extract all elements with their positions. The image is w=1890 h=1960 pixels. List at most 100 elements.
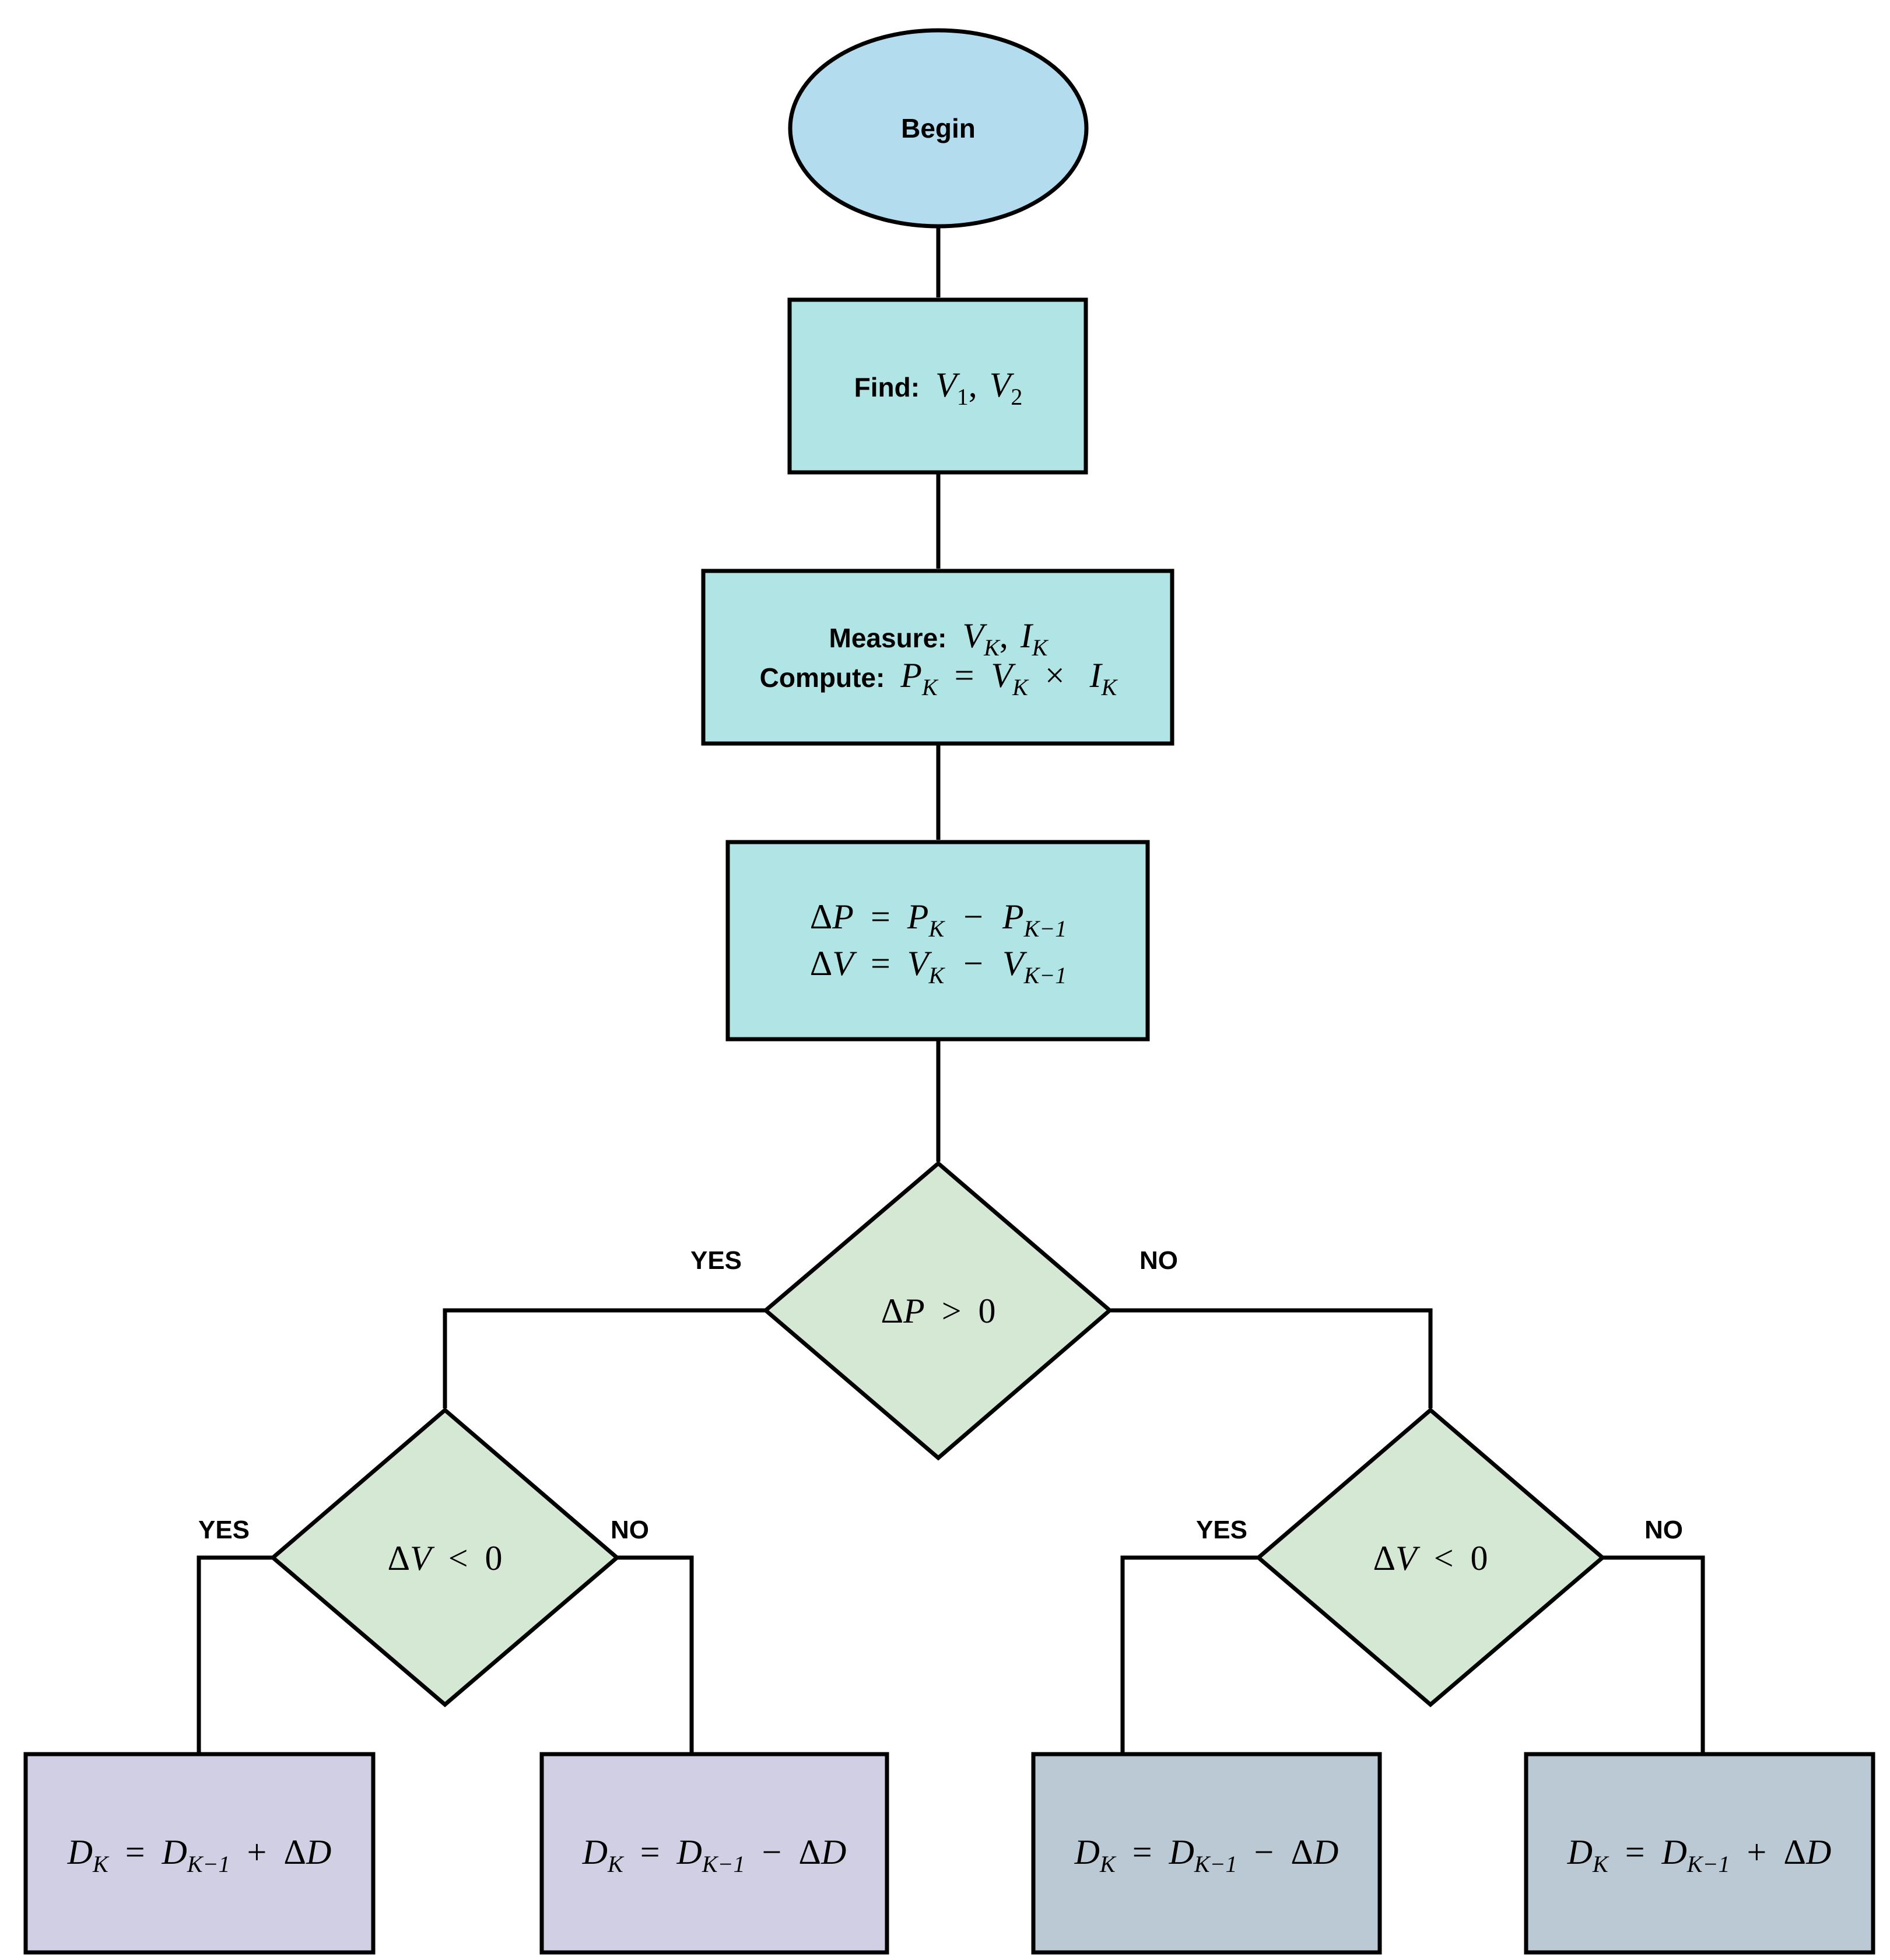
result-4-dvar: D (1805, 1833, 1831, 1871)
decision-delta-p: ΔP > 0 (762, 1160, 1113, 1461)
result-2-box (539, 1752, 889, 1955)
result-2: DK = DK−1 − ΔD (539, 1752, 889, 1955)
result-2-op: − (762, 1833, 782, 1871)
delta-v-vkm1: V (1002, 944, 1028, 983)
edge-vr-yes (1120, 1555, 1258, 1753)
result-2-dvar: D (820, 1833, 846, 1871)
decision-vr-delta: Δ (1373, 1539, 1395, 1577)
compute-v-sub: K (1012, 674, 1029, 700)
find-prefix: Find: (854, 372, 920, 402)
begin-label: Begin (901, 113, 976, 143)
compute-v: V (991, 656, 1016, 695)
decision-delta-v-left-diamond (269, 1407, 620, 1707)
result-1-op: + (247, 1833, 267, 1871)
label-vr-yes: YES (1196, 1516, 1247, 1544)
result-4-eq: = (1625, 1833, 1645, 1871)
decision-vl-var: V (410, 1539, 435, 1577)
find-comma: , (969, 366, 977, 404)
delta-p-pkm1: P (1002, 897, 1024, 936)
delta-v-line: ΔV = VK − VK−1 (810, 944, 1067, 991)
delta-p-var: P (832, 897, 854, 936)
result-3: DK = DK−1 − ΔD (1031, 1752, 1382, 1955)
delta-p-symbol: Δ (810, 897, 833, 936)
decision-vr-zero: 0 (1471, 1539, 1488, 1577)
decision-vl-op: < (448, 1539, 468, 1577)
result-2-dkm1-sub: K−1 (702, 1851, 745, 1877)
measure-line: Measure: VK, IK (829, 616, 1049, 661)
delta-p-pkm1-sub: K−1 (1023, 916, 1067, 942)
measure-comma: , (1000, 616, 1008, 655)
result-2-delta: Δ (798, 1833, 821, 1871)
result-2-eq: = (640, 1833, 660, 1871)
measure-v-sub: K (983, 634, 1001, 661)
compute-prefix: Compute: (760, 662, 885, 693)
decision-p-var: P (903, 1292, 925, 1330)
find-box (787, 297, 1088, 475)
edge-p-yes (443, 1308, 766, 1409)
decision-delta-p-label: ΔP > 0 (881, 1292, 995, 1330)
result-4-delta: Δ (1783, 1833, 1806, 1871)
delta-v-vk: V (907, 944, 932, 983)
delta-v-symbol: Δ (810, 944, 833, 983)
delta-p-pk-sub: K (928, 916, 945, 942)
result-2-dkm1: D (676, 1833, 702, 1871)
compute-i: I (1089, 656, 1103, 695)
decision-p-op: > (942, 1292, 962, 1330)
result-4-op: + (1747, 1833, 1767, 1871)
begin-node: Begin (788, 28, 1089, 229)
decision-vr-op: < (1434, 1539, 1454, 1577)
measure-i-sub: K (1032, 634, 1049, 661)
result-1-dkm1-sub: K−1 (187, 1851, 230, 1877)
compute-p: P (900, 656, 922, 695)
compute-eq: = (955, 656, 974, 695)
find-v2-sub: 2 (1011, 384, 1022, 410)
result-4-dkm1: D (1661, 1833, 1687, 1871)
find-v1: V (935, 366, 960, 404)
label-p-no: NO (1139, 1246, 1178, 1275)
result-3-dk-sub: K (1099, 1851, 1117, 1877)
result-1-formula: DK = DK−1 + ΔD (67, 1833, 332, 1880)
result-2-dk: D (582, 1833, 608, 1871)
find-v2: V (990, 366, 1015, 404)
result-3-dk: D (1074, 1833, 1100, 1871)
compute-p-sub: K (921, 674, 939, 700)
result-2-dk-sub: K (607, 1851, 625, 1877)
decision-vl-delta: Δ (387, 1539, 410, 1577)
measure-v: V (962, 616, 987, 655)
decision-delta-v-right-diamond (1255, 1407, 1606, 1707)
decision-vl-zero: 0 (485, 1539, 503, 1577)
compute-line: Compute: PK = VK × IK (760, 656, 1118, 703)
result-1-delta: Δ (283, 1833, 306, 1871)
compute-times: × (1045, 656, 1065, 695)
result-3-box (1031, 1752, 1382, 1955)
begin-ellipse (788, 28, 1089, 229)
measure-box (701, 569, 1174, 746)
label-vl-yes: YES (198, 1516, 250, 1544)
result-4-dkm1-sub: K−1 (1686, 1851, 1730, 1877)
result-1: DK = DK−1 + ΔD (23, 1752, 376, 1955)
delta-v-eq: = (871, 944, 890, 983)
label-p-yes: YES (690, 1246, 742, 1275)
label-vl-no: NO (611, 1516, 649, 1544)
delta-box (725, 840, 1150, 1042)
delta-v-vkm1-sub: K−1 (1023, 962, 1067, 988)
delta-p-pk: P (907, 897, 929, 936)
result-2-formula: DK = DK−1 − ΔD (582, 1833, 847, 1880)
delta-v-vk-sub: K (928, 962, 945, 988)
delta-p-minus: − (963, 897, 983, 936)
delta-p-eq: = (871, 897, 890, 936)
decision-delta-v-left-label: ΔV < 0 (387, 1539, 502, 1577)
find-v1-sub: 1 (957, 384, 969, 410)
result-3-formula: DK = DK−1 − ΔD (1074, 1833, 1339, 1880)
decision-delta-v-left: ΔV < 0 (269, 1407, 620, 1707)
compute-i-sub: K (1101, 674, 1118, 700)
result-3-dkm1-sub: K−1 (1194, 1851, 1237, 1877)
edge-vr-no (1603, 1555, 1705, 1753)
measure-prefix: Measure: (829, 623, 947, 653)
result-4-dk-sub: K (1592, 1851, 1610, 1877)
result-3-dvar: D (1313, 1833, 1338, 1871)
decision-delta-v-right: ΔV < 0 (1255, 1407, 1606, 1707)
result-1-box (23, 1752, 376, 1955)
delta-v-var: V (832, 944, 857, 983)
find-text: Find: V1, V2 (854, 366, 1023, 410)
